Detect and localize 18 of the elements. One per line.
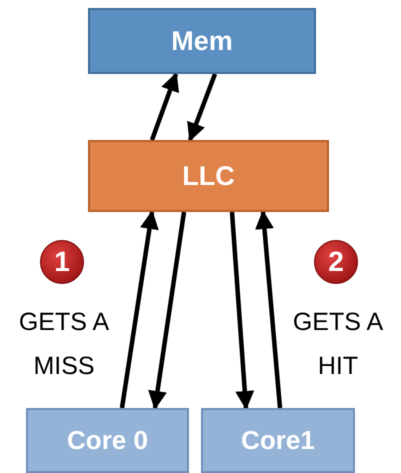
arrow [148, 212, 186, 410]
arrow [150, 72, 180, 141]
cache-box [88, 140, 329, 212]
box-label: Core 0 [67, 425, 148, 456]
step-note: GETS A HIT [292, 307, 384, 382]
core-box [26, 408, 189, 473]
step-note: GETS A MISS [18, 307, 110, 382]
arrow [120, 210, 159, 408]
arrow [230, 212, 254, 410]
step-number: 1 [40, 240, 84, 284]
box-label: LLC [182, 160, 235, 192]
box-label: Mem [171, 26, 233, 56]
memory-box [88, 8, 316, 74]
arrow [255, 210, 282, 408]
arrow [187, 73, 218, 142]
box-label: Core1 [241, 425, 315, 456]
core-box [201, 408, 355, 473]
step-number: 2 [314, 240, 358, 284]
